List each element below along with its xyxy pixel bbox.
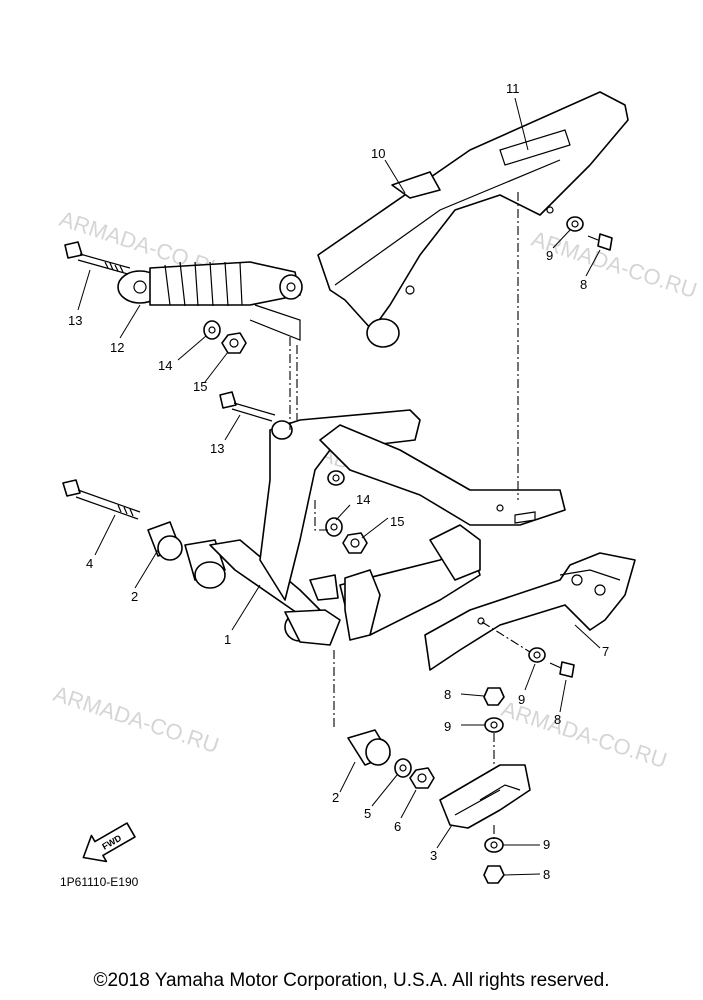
pivot-collars [147,521,226,589]
callout-3: 3 [430,848,437,863]
callout-9: 9 [518,692,525,707]
fwd-arrow: FWD [82,822,136,863]
callout-9: 9 [546,248,553,263]
swingarm [209,409,566,646]
watermark: ARMADA-CO.RU [498,696,670,773]
chain-guard-fasteners [552,216,613,277]
swingarm-fasteners [325,517,368,554]
slider-fasteners-top [483,687,505,733]
callout-14: 14 [158,358,172,373]
chain-slider [439,764,531,829]
callout-8: 8 [554,712,561,727]
callout-13: 13 [68,313,82,328]
callout-1: 1 [224,632,231,647]
rear-shock [117,261,303,341]
chain-guide [424,552,636,671]
callout-10: 10 [371,146,385,161]
copyright-notice: ©2018 Yamaha Motor Corporation, U.S.A. A… [93,970,610,991]
callout-12: 12 [110,340,124,355]
callout-9: 9 [444,719,451,734]
callout-11: 11 [506,81,520,96]
callout-4: 4 [86,556,93,571]
callout-8: 8 [444,687,451,702]
callout-15: 15 [193,379,207,394]
slider-fasteners-bottom [483,837,505,884]
diagram-code: 1P61110-E190 [60,875,139,889]
shock-bolt-top [64,241,131,275]
callout-2: 2 [332,790,339,805]
callout-8: 8 [543,867,550,882]
watermark: ARMADA-CO.RU [50,681,222,758]
alignment-lines [289,192,531,840]
leader-lines [77,97,601,876]
watermark: ARMADA-CO.RU [528,226,700,303]
chain-guide-fasteners [528,647,575,678]
callout-13: 13 [210,441,224,456]
callout-15: 15 [390,514,404,529]
callout-8: 8 [580,277,587,292]
shock-fasteners [203,320,247,354]
callouts: 11 10 9 8 13 12 14 15 13 14 15 4 2 1 7 8… [68,81,609,882]
callout-14: 14 [356,492,370,507]
lower-collar-set [347,729,435,789]
swingarm-bolt-13 [219,391,276,422]
pivot-bolt [62,479,141,520]
callout-6: 6 [394,819,401,834]
callout-9: 9 [543,837,550,852]
callout-7: 7 [602,644,609,659]
chain-guard [317,91,629,348]
callout-2: 2 [131,589,138,604]
callout-5: 5 [364,806,371,821]
